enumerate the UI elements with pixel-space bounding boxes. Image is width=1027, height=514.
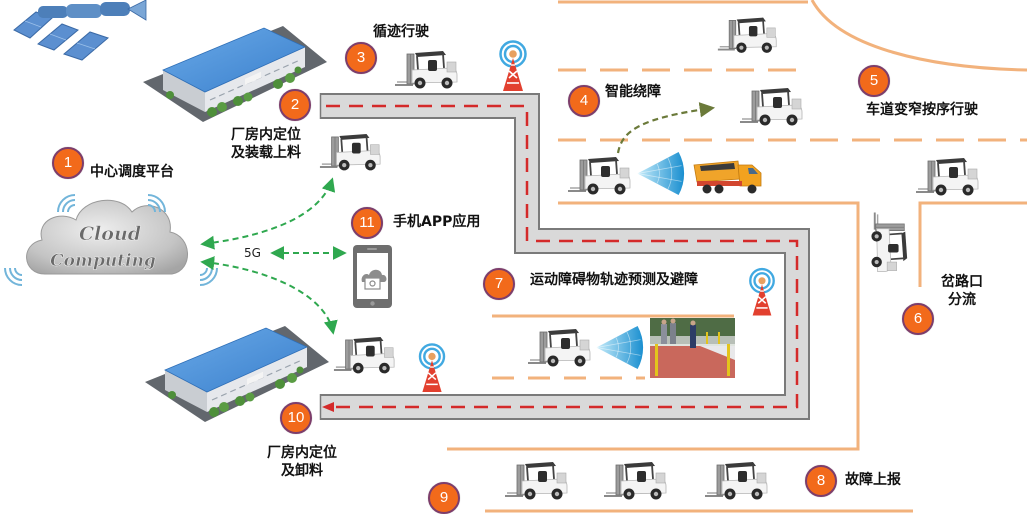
forklift-icon-loading <box>318 133 382 172</box>
cloud-icon: Cloud Computing <box>26 199 188 275</box>
step-badge-8: 8 <box>805 465 837 497</box>
step-label-4: 智能绕障 <box>605 84 661 100</box>
step-label-2-line1: 厂房内定位 <box>231 127 301 143</box>
forklift-icon-fault-2 <box>602 460 668 501</box>
step-badge-9: 9 <box>428 482 460 514</box>
forklift-icon-fault-3 <box>703 460 769 501</box>
pedestrian-photo <box>650 318 735 378</box>
network-label: 5G <box>244 246 261 260</box>
step-badge-11: 11 <box>351 207 383 239</box>
step-label-3: 循迹行驶 <box>373 24 429 40</box>
signal-tower-icon <box>499 40 527 92</box>
step-label-6-line1: 岔路口 <box>941 274 983 290</box>
step-label-6: 岔路口 分流 <box>934 273 990 309</box>
forklift-icon-fault-1 <box>503 460 569 501</box>
forklift-icon-junction <box>870 211 909 273</box>
forklift-icon-lane-mid <box>738 86 804 127</box>
cloud-line2: Computing <box>50 251 156 271</box>
step-badge-3: 3 <box>345 42 377 74</box>
radar-fan-icon <box>637 151 685 196</box>
smartphone-icon <box>353 245 392 308</box>
step-label-11: 手机APP应用 <box>393 214 481 230</box>
forklift-icon-unloading <box>332 336 396 375</box>
cloud-line1: Cloud <box>79 223 141 245</box>
step-badge-10: 10 <box>280 402 312 434</box>
lane-lines <box>447 0 1027 513</box>
route-dashed-line <box>326 104 799 409</box>
step-label-8: 故障上报 <box>845 472 901 488</box>
step-label-2: 厂房内定位 及装载上料 <box>231 126 301 162</box>
step-label-7: 运动障碍物轨迹预测及避障 <box>530 272 698 288</box>
step-badge-7: 7 <box>483 268 515 300</box>
step-label-2-line2: 及装载上料 <box>231 145 301 161</box>
signal-tower-icon <box>418 343 446 393</box>
signal-tower-icon <box>749 267 775 317</box>
step-badge-1: 1 <box>52 147 84 179</box>
radar-fan-icon <box>596 325 644 370</box>
5g-link-arrows <box>200 177 347 335</box>
step-label-10: 厂房内定位 及卸料 <box>258 444 346 480</box>
step-label-5: 车道变窄按序行驶 <box>866 102 978 118</box>
forklift-icon-tracking <box>394 50 458 90</box>
step-badge-2: 2 <box>279 89 311 121</box>
step-badge-5: 5 <box>858 65 890 97</box>
step-badge-6: 6 <box>902 303 934 335</box>
avoidance-arrow <box>616 102 716 154</box>
link-to-unloading-forklift <box>200 256 338 335</box>
step-label-10-line2: 及卸料 <box>281 463 323 479</box>
tracked-road <box>319 93 810 420</box>
forklift-icon-lane-top <box>716 16 778 54</box>
link-to-loading-forklift <box>200 177 336 250</box>
satellite-icon <box>13 0 147 61</box>
step-label-1: 中心调度平台 <box>90 164 174 180</box>
forklift-icon-avoiding <box>567 156 631 196</box>
step-label-10-line1: 厂房内定位 <box>267 445 337 461</box>
route-arrow-icon <box>322 402 334 412</box>
dump-truck-icon <box>693 160 762 194</box>
forklift-icon-obstacle <box>527 328 591 368</box>
forklift-icon-narrow <box>915 157 979 197</box>
step-label-6-line2: 分流 <box>948 292 976 308</box>
step-badge-4: 4 <box>568 85 600 117</box>
